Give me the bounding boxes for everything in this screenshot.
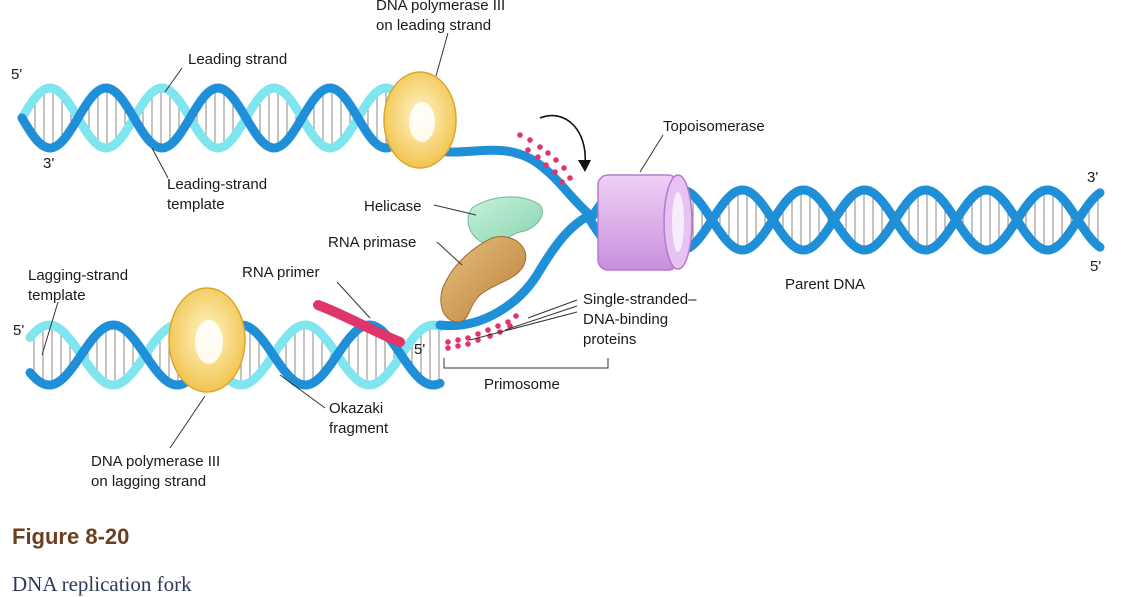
rna-primer-segment [313, 300, 405, 347]
label-helicase: Helicase [364, 198, 422, 215]
leading-template-fork-arm [425, 145, 595, 220]
label-3prime-right: 3' [1087, 169, 1098, 186]
label-5prime-right: 5' [1090, 258, 1101, 275]
ssb-dot [525, 147, 531, 153]
ssb-dot [513, 313, 519, 319]
rotation-arrowhead [578, 160, 591, 172]
dna-replication-fork-diagram: DNA polymerase III on leading strand Lea… [11, 0, 1105, 490]
leader-lines [41, 32, 664, 449]
helicase-icon [467, 196, 543, 246]
ssb-dot [455, 343, 461, 349]
ssb-dot [537, 144, 543, 150]
label-5prime-mid: 5' [414, 341, 425, 358]
label-ssb-line3: proteins [583, 331, 636, 348]
label-lagging-template-line2: template [28, 287, 86, 304]
rotation-arrow [539, 114, 586, 166]
rna-primase-icon [440, 236, 527, 323]
ssb-dot [535, 154, 541, 160]
ssb-dot [552, 169, 558, 175]
leading-helix-strand-a [17, 83, 435, 153]
ssb-dot [567, 175, 573, 181]
label-ssb-line1: Single-stranded– [583, 291, 697, 308]
label-rna-primer: RNA primer [242, 264, 320, 281]
ssb-dot [495, 323, 501, 329]
label-primosome: Primosome [484, 376, 560, 393]
lagging-template-fork-arm [435, 210, 595, 331]
ssb-dot [527, 137, 533, 143]
ssb-dot [455, 337, 461, 343]
figure-title: Figure 8-20 [12, 524, 130, 549]
label-3prime-top: 3' [43, 155, 54, 172]
leading-strand-helix [17, 83, 435, 153]
label-pol3-lagging-line2: on lagging strand [91, 473, 206, 490]
figure-caption: DNA replication fork [12, 572, 192, 596]
label-rna-primase: RNA primase [328, 234, 416, 251]
ssb-dot [517, 132, 523, 138]
ssb-dot [485, 327, 491, 333]
ssb-dot [543, 162, 549, 168]
label-ssb-line2: DNA-binding [583, 311, 668, 328]
label-parent-dna: Parent DNA [785, 276, 865, 293]
ssb-dot [545, 150, 551, 156]
ssb-dot [559, 179, 565, 185]
label-topoisomerase: Topoisomerase [663, 118, 765, 135]
label-5prime-left: 5' [13, 322, 24, 339]
label-lagging-template-line1: Lagging-strand [28, 267, 128, 284]
label-leading-template-line1: Leading-strand [167, 176, 267, 193]
lagging-helix-strand-b [25, 320, 445, 390]
ssb-dot [445, 345, 451, 351]
topoisomerase-icon [597, 174, 693, 271]
label-5prime-top: 5' [11, 66, 22, 83]
ssb-dot [445, 339, 451, 345]
label-leading-strand: Leading strand [188, 51, 287, 68]
label-okazaki-line1: Okazaki [329, 400, 383, 417]
label-pol3-lagging-line1: DNA polymerase III [91, 453, 220, 470]
ssb-dot [561, 165, 567, 171]
dna-polymerase-leading-icon [383, 71, 457, 169]
label-pol3-leading-line2: on leading strand [376, 17, 491, 34]
dna-polymerase-lagging-icon [168, 287, 246, 393]
ssb-dot [465, 335, 471, 341]
ssb-dot [465, 341, 471, 347]
label-leading-template-line2: template [167, 196, 225, 213]
ssb-dot [553, 157, 559, 163]
ssb-dot [475, 331, 481, 337]
label-okazaki-line2: fragment [329, 420, 389, 437]
leading-helix-strand-b [17, 83, 435, 153]
label-pol3-leading-line1: DNA polymerase III [376, 0, 505, 14]
